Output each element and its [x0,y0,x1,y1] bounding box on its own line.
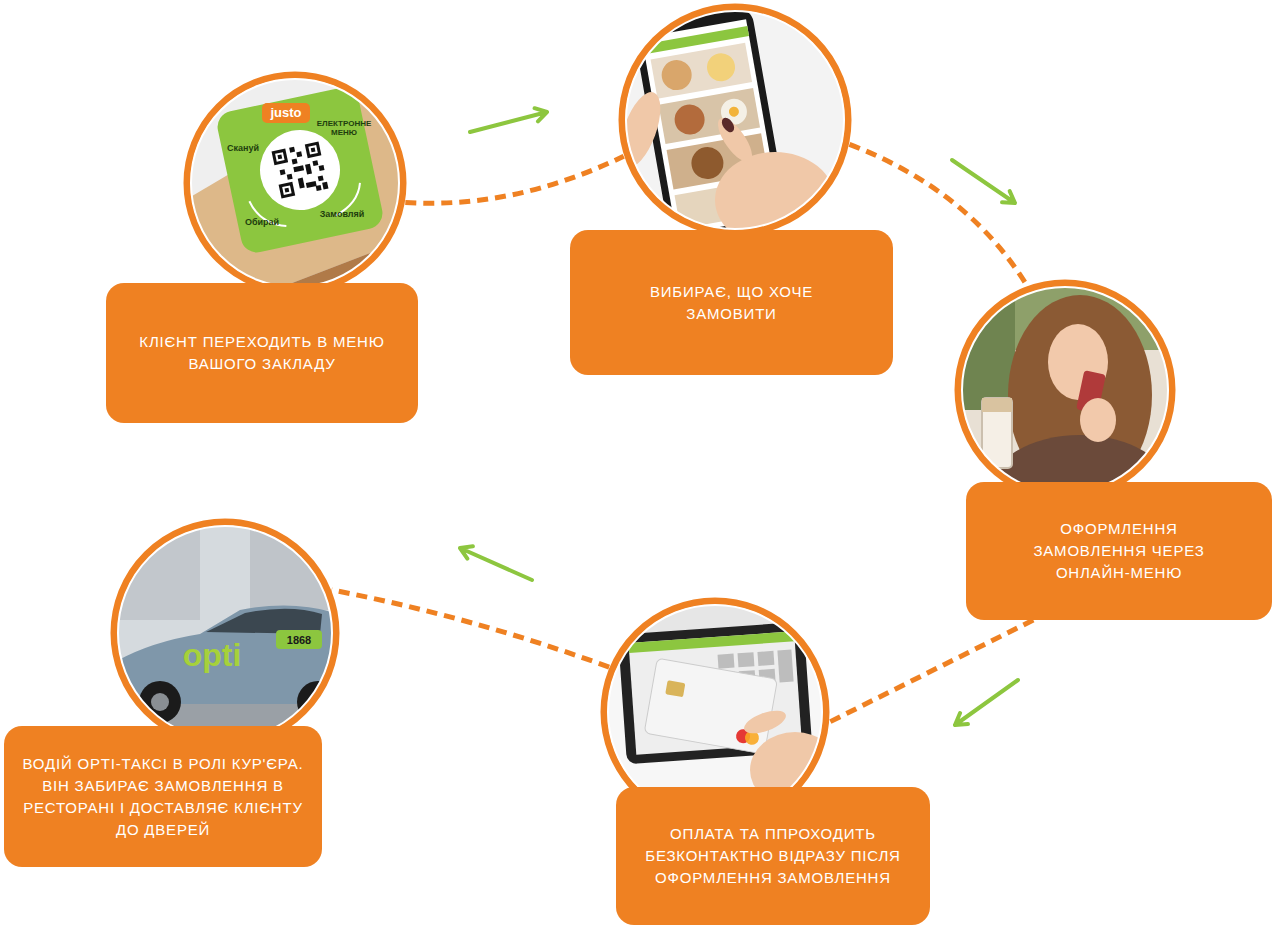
step-text: ОФОРМЛЕННЯ ЗАМОВЛЕННЯ ЧЕРЕЗ ОНЛАЙН-МЕНЮ [1007,518,1232,584]
dashed-line [332,590,610,667]
step-box: ОПЛАТА ТА ППРОХОДИТЬ БЕЗКОНТАКТНО ВІДРАЗ… [616,787,930,925]
step-text: КЛІЄНТ ПЕРЕХОДИТЬ В МЕНЮ ВАШОГО ЗАКЛАДУ [137,331,387,375]
sticker-text: Обирай [245,217,279,228]
sticker-text: Замовляй [320,209,365,220]
step-box: КЛІЄНТ ПЕРЕХОДИТЬ В МЕНЮ ВАШОГО ЗАКЛАДУ [106,283,418,423]
step-box: ОФОРМЛЕННЯ ЗАМОВЛЕННЯ ЧЕРЕЗ ОНЛАЙН-МЕНЮ [966,482,1272,620]
phone-menu-photo [611,5,850,249]
taxi-photo [105,520,350,750]
direction-arrow [955,680,1018,725]
sticker-text: Скануй [227,143,259,154]
direction-arrow [460,546,532,580]
step-text: ОПЛАТА ТА ППРОХОДИТЬ БЕЗКОНТАКТНО ВІДРАЗ… [641,823,906,889]
step-box: ВОДІЙ OPTI-ТАКСІ В РОЛІ КУР'ЄРА. ВІН ЗАБ… [4,726,322,867]
direction-arrow [952,160,1015,203]
brand-logo: justo [270,105,301,121]
taxi-number: 1868 [287,634,311,647]
step-box: ВИБИРАЄ, ЩО ХОЧЕ ЗАМОВИТИ [570,230,893,375]
direction-arrow [470,108,547,132]
flow-connector [405,108,623,203]
taxi-logo: opti [183,636,242,674]
flow-connector [830,620,1034,725]
flow-connector [332,546,610,667]
step-text: ВИБИРАЄ, ЩО ХОЧЕ ЗАМОВИТИ [629,281,834,325]
dashed-line [405,156,623,203]
sticker-text: ЕЛЕКТРОННЕ МЕНЮ [313,119,375,137]
step-text: ВОДІЙ OPTI-ТАКСІ В РОЛІ КУР'ЄРА. ВІН ЗАБ… [22,753,304,841]
dashed-line [830,620,1034,722]
